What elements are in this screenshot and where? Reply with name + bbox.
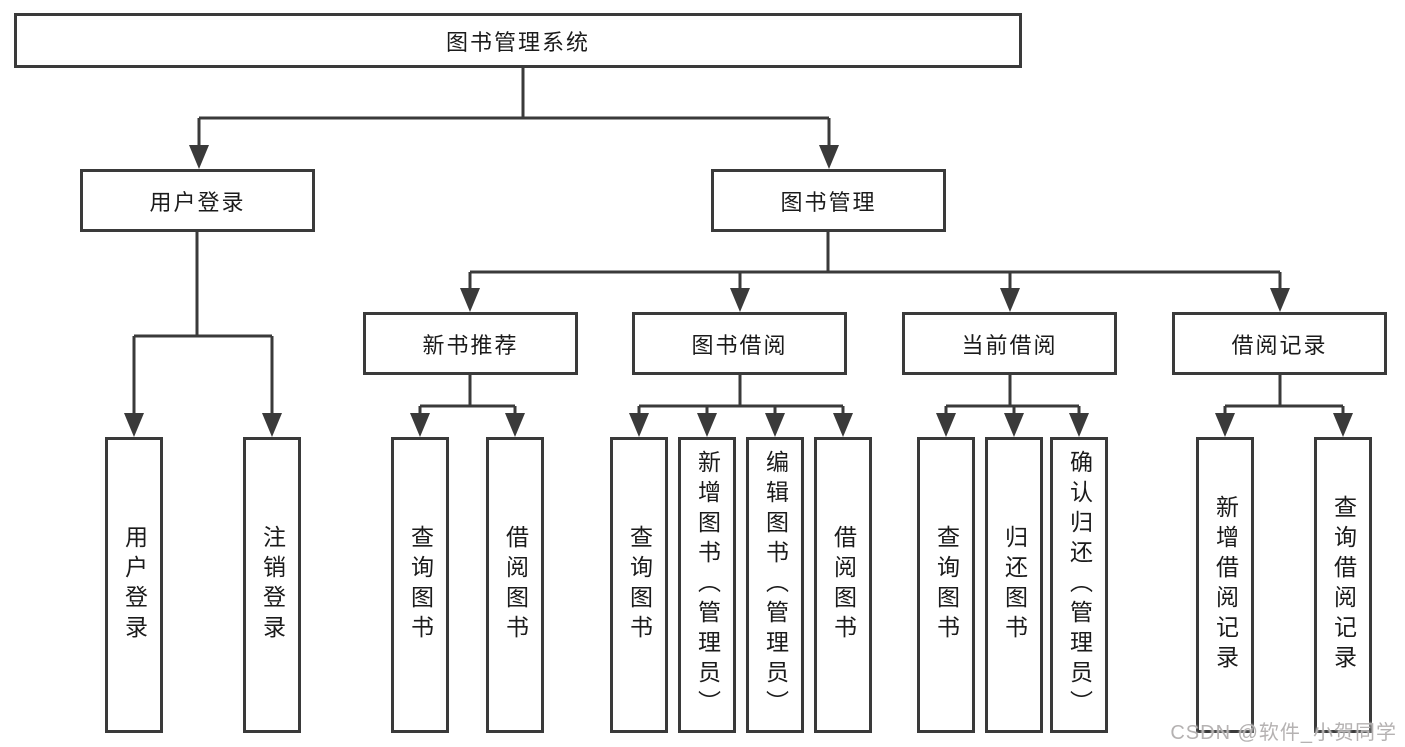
node-book-management: 图书管理 <box>711 169 946 232</box>
connector-newbook-to-leaves <box>418 375 517 417</box>
node-current-borrowing: 当前借阅 <box>902 312 1117 375</box>
node-label: 借阅图书 <box>830 525 857 645</box>
node-library-system: 图书管理系统 <box>14 13 1022 68</box>
leaf-query-books-recommend: 查询图书 <box>391 437 449 733</box>
connector-borrow-to-leaves <box>637 375 845 417</box>
leaf-confirm-return-admin: 确认归还（管理员） <box>1050 437 1108 733</box>
connector-current-to-leaves <box>944 375 1081 417</box>
leaf-borrow-books: 借阅图书 <box>814 437 872 733</box>
leaf-user-login: 用户登录 <box>105 437 163 733</box>
node-label: 借阅记录 <box>1231 332 1328 358</box>
leaf-return-books: 归还图书 <box>985 437 1043 733</box>
node-label: 当前借阅 <box>961 332 1058 358</box>
connector-root-to-level2 <box>197 68 831 149</box>
node-label: 图书借阅 <box>691 332 788 358</box>
leaf-add-borrow-record: 新增借阅记录 <box>1196 437 1254 733</box>
arrowheads <box>124 145 1353 437</box>
node-label: 注销登录 <box>259 525 286 645</box>
leaf-edit-books-admin: 编辑图书（管理员） <box>746 437 804 733</box>
node-label: 查询图书 <box>626 525 653 645</box>
node-label: 用户登录 <box>149 189 246 215</box>
node-label: 借阅图书 <box>502 525 529 645</box>
node-user-login-branch: 用户登录 <box>80 169 315 232</box>
node-label: 新书推荐 <box>422 332 519 358</box>
node-label: 用户登录 <box>121 525 148 645</box>
node-label: 新增借阅记录 <box>1212 495 1239 675</box>
leaf-query-books-current: 查询图书 <box>917 437 975 733</box>
connector-records-to-leaves <box>1223 375 1345 417</box>
node-borrowing-records: 借阅记录 <box>1172 312 1387 375</box>
leaf-query-books-borrow: 查询图书 <box>610 437 668 733</box>
node-label: 新增图书（管理员） <box>694 450 721 720</box>
node-label: 图书管理 <box>780 189 877 215</box>
node-book-borrowing: 图书借阅 <box>632 312 847 375</box>
node-label: 图书管理系统 <box>445 29 590 55</box>
node-label: 编辑图书（管理员） <box>762 450 789 720</box>
connector-bookmgmt-to-level3 <box>468 232 1282 292</box>
connector-userlogin-to-leaves <box>132 232 274 417</box>
node-label: 查询图书 <box>933 525 960 645</box>
csdn-watermark: CSDN @软件_小贺同学 <box>1170 722 1397 744</box>
node-new-book-recommend: 新书推荐 <box>363 312 578 375</box>
leaf-borrow-books-recommend: 借阅图书 <box>486 437 544 733</box>
node-label: 查询图书 <box>407 525 434 645</box>
node-label: 确认归还（管理员） <box>1066 450 1093 720</box>
leaf-add-books-admin: 新增图书（管理员） <box>678 437 736 733</box>
leaf-logout: 注销登录 <box>243 437 301 733</box>
node-label: 归还图书 <box>1001 525 1028 645</box>
leaf-query-borrow-record: 查询借阅记录 <box>1314 437 1372 733</box>
node-label: 查询借阅记录 <box>1330 495 1357 675</box>
